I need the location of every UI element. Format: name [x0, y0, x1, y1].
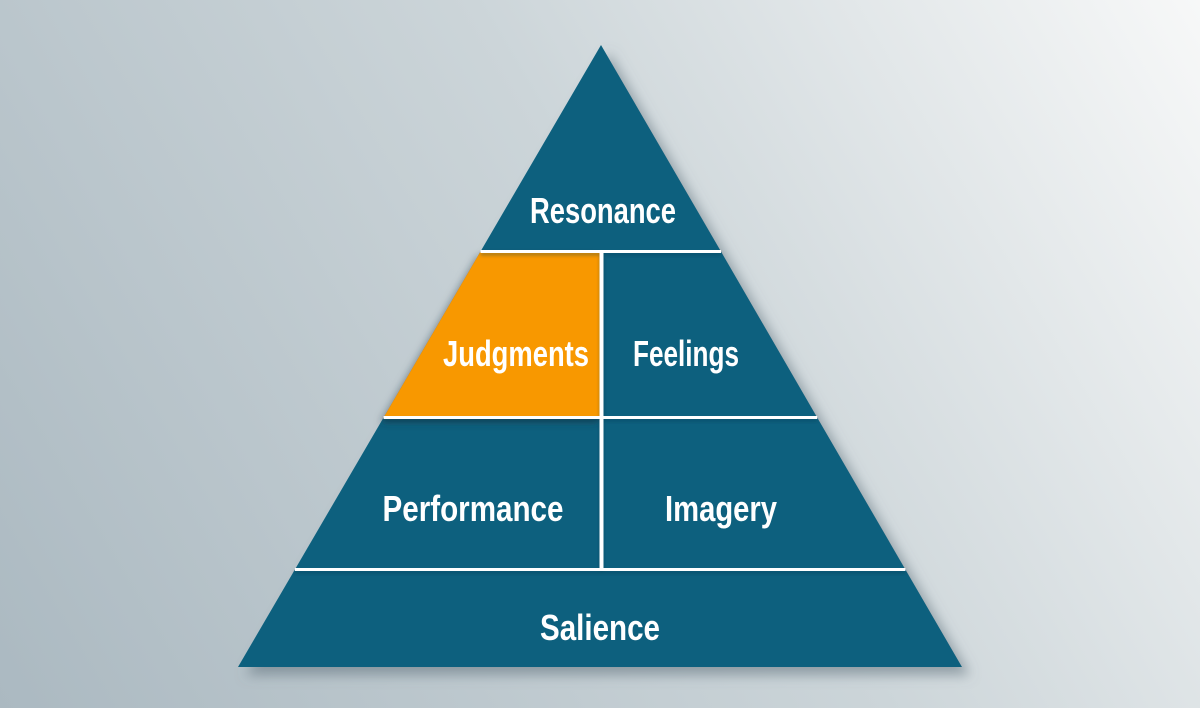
pyramid-label-imagery: Imagery [665, 488, 777, 529]
pyramid-label-feelings: Feelings [633, 333, 739, 374]
pyramid-label-performance: Performance [383, 488, 564, 529]
pyramid-section-performance[interactable] [294, 417, 602, 570]
pyramid-label-judgments: Judgments [443, 333, 589, 374]
pyramid-section-feelings[interactable] [601, 251, 818, 418]
pyramid-label-salience: Salience [540, 607, 660, 648]
pyramid-section-judgments[interactable] [383, 251, 602, 418]
pyramid-section-resonance[interactable] [480, 45, 722, 252]
pyramid-label-resonance: Resonance [530, 190, 676, 231]
pyramid-section-salience[interactable] [238, 569, 962, 668]
pyramid-section-imagery[interactable] [601, 417, 906, 570]
